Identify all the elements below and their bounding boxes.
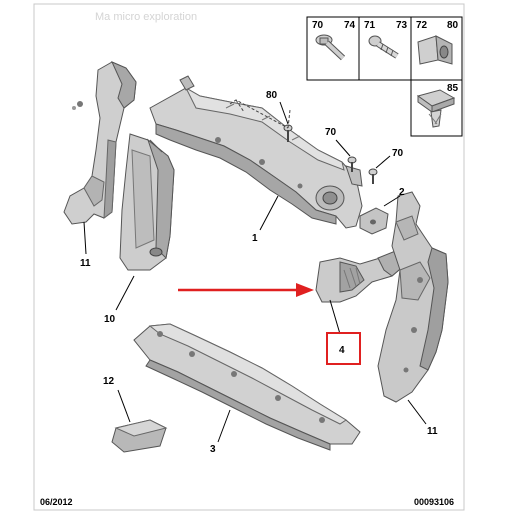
part-12-pad [111, 419, 168, 453]
assembly-fasteners [229, 99, 378, 184]
legend-label-74: 74 [344, 20, 356, 31]
part-4-shield [315, 249, 407, 303]
legend-label-85: 85 [447, 83, 459, 94]
callout-70-b: 70 [392, 148, 404, 159]
callout-80: 80 [266, 90, 278, 101]
screw-icon [368, 35, 399, 59]
push-clip-icon [416, 89, 456, 128]
callout-4: 4 [339, 345, 345, 356]
legend-label-71: 71 [364, 20, 376, 31]
callout-3: 3 [210, 444, 216, 455]
callout-12: 12 [103, 376, 115, 387]
footer-date: 06/2012 [40, 497, 73, 507]
callout-70-a: 70 [325, 127, 337, 138]
legend-label-70: 70 [312, 20, 324, 31]
part-10-side-panel [119, 133, 175, 271]
part-3-lower-crossmember [133, 323, 361, 451]
part-1-upper-crossmember [149, 75, 363, 229]
leader-lines [83, 101, 427, 443]
callout-11-right: 11 [427, 426, 438, 437]
callout-1: 1 [252, 233, 258, 244]
callout-10: 10 [104, 314, 116, 325]
part-2-bracket [359, 207, 389, 235]
flange-bolt-icon [315, 34, 346, 61]
watermark-text: Ma micro exploration [95, 11, 197, 23]
part-11-right-panel [377, 191, 449, 403]
legend-label-72: 72 [416, 20, 428, 31]
hardware-legend: 70 74 71 73 72 80 85 [306, 16, 463, 137]
callout-2: 2 [399, 187, 405, 198]
fastener-70-a-icon [347, 156, 357, 172]
legend-label-80: 80 [447, 20, 459, 31]
highlight-arrow [178, 283, 314, 297]
part-11-left-bracket [63, 61, 137, 225]
highlight-box [326, 332, 361, 365]
callout-11-left: 11 [80, 258, 91, 269]
cage-nut-icon [417, 35, 453, 65]
legend-label-73: 73 [396, 20, 408, 31]
diagram-frame [33, 3, 465, 511]
footer-reference: 00093106 [414, 497, 454, 507]
fastener-70-b-icon [368, 168, 378, 184]
